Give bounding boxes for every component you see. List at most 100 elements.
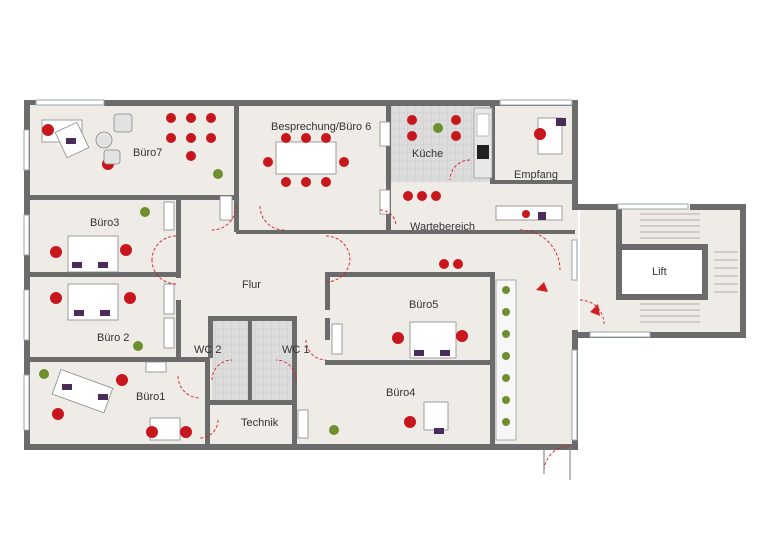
wall <box>616 204 622 254</box>
chair <box>439 259 449 269</box>
wall <box>205 357 210 447</box>
wall <box>690 204 746 210</box>
windows <box>23 99 689 441</box>
wall <box>325 360 495 365</box>
wall <box>24 100 30 448</box>
plant <box>502 308 510 316</box>
plant <box>213 169 223 179</box>
room-label-buero7: Büro7 <box>133 147 162 159</box>
room-label-lift: Lift <box>652 266 667 278</box>
plant <box>133 341 143 351</box>
chair <box>451 115 461 125</box>
wall <box>325 318 330 340</box>
window <box>589 331 651 338</box>
room-label-wartebereich: Wartebereich <box>410 221 475 233</box>
wall <box>325 272 495 277</box>
wall <box>176 300 181 360</box>
chair <box>404 416 416 428</box>
desk <box>423 401 449 431</box>
room-label-empfang: Empfang <box>514 169 558 181</box>
wall <box>292 316 297 448</box>
chair <box>301 177 311 187</box>
chair <box>407 115 417 125</box>
wc2-tiles <box>212 320 248 404</box>
chair <box>50 292 62 304</box>
wall <box>248 316 252 404</box>
plant <box>329 425 339 435</box>
wall <box>24 444 578 450</box>
chair <box>301 133 311 143</box>
room-label-buero4: Büro4 <box>386 387 415 399</box>
wall <box>208 316 213 358</box>
chair <box>50 246 62 258</box>
room-label-kueche: Küche <box>412 148 443 160</box>
plant <box>502 374 510 382</box>
window <box>23 129 30 171</box>
chair <box>339 157 349 167</box>
plant <box>433 123 443 133</box>
window <box>35 99 105 106</box>
plant <box>140 207 150 217</box>
wc1-tiles <box>252 320 292 404</box>
window <box>23 214 30 256</box>
wall <box>572 100 578 210</box>
meeting-table <box>275 141 337 175</box>
wall <box>104 100 394 106</box>
chair <box>407 131 417 141</box>
desks <box>41 117 563 441</box>
chair <box>116 374 128 386</box>
chair <box>120 244 132 256</box>
chair <box>431 191 441 201</box>
wall <box>30 272 180 277</box>
chair <box>146 426 158 438</box>
window <box>617 203 689 210</box>
room-label-wc1: WC 1 <box>282 344 310 356</box>
room-label-wc2: WC 2 <box>194 344 222 356</box>
chair <box>451 131 461 141</box>
window <box>571 239 578 281</box>
wall <box>490 104 495 184</box>
chair <box>186 113 196 123</box>
entrance-door <box>543 446 571 480</box>
chair <box>453 259 463 269</box>
wall <box>325 230 575 234</box>
room-label-technik: Technik <box>241 417 279 429</box>
wall <box>494 180 576 184</box>
wall <box>30 195 236 200</box>
accents <box>62 118 566 434</box>
chair <box>321 133 331 143</box>
wall <box>176 200 181 278</box>
window <box>23 289 30 341</box>
kitchen-counter <box>473 107 493 179</box>
chair <box>534 128 546 140</box>
wall <box>490 272 495 448</box>
plant <box>502 286 510 294</box>
wall <box>325 272 330 310</box>
room-label-buero5: Büro5 <box>409 299 438 311</box>
chairs <box>42 113 546 438</box>
wall <box>740 204 746 338</box>
room-label-flur: Flur <box>242 279 261 291</box>
wall <box>578 332 746 338</box>
chair <box>456 330 468 342</box>
plant <box>502 352 510 360</box>
plants <box>39 123 510 435</box>
chair <box>166 113 176 123</box>
room-label-buero1: Büro1 <box>136 391 165 403</box>
chair <box>321 177 331 187</box>
wall <box>236 230 386 234</box>
wall <box>386 100 496 106</box>
chair <box>166 133 176 143</box>
wall <box>30 357 210 362</box>
desk <box>67 235 119 273</box>
shelves <box>145 121 391 439</box>
chair <box>42 124 54 136</box>
lift-cabin <box>622 250 702 294</box>
room-label-buero2: Büro 2 <box>97 332 129 344</box>
chair <box>281 177 291 187</box>
stairwell <box>616 213 738 323</box>
desk <box>51 369 114 414</box>
chair <box>180 426 192 438</box>
plant <box>39 369 49 379</box>
